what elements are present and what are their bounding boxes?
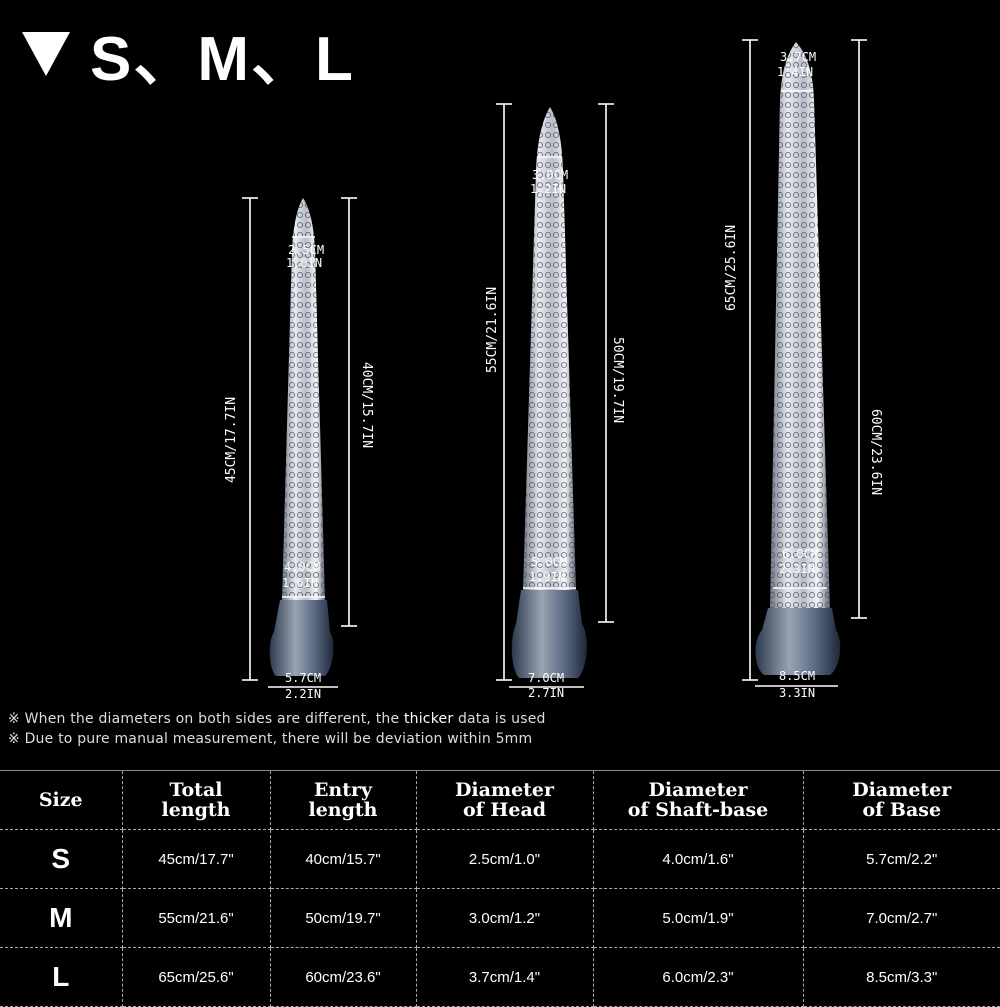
- table-row: S 45cm/17.7" 40cm/15.7" 2.5cm/1.0" 4.0cm…: [0, 829, 1000, 889]
- product-large-base: [755, 608, 841, 675]
- cell-total-length: 55cm/21.6": [122, 888, 271, 948]
- cell-diameter-shaft-base: 5.0cm/1.9": [593, 888, 804, 948]
- small-head-in: 1.0IN: [286, 256, 322, 270]
- medium-head-in: 1.2IN: [530, 182, 566, 196]
- medium-base-in: 2.7IN: [528, 686, 564, 700]
- cell-entry-length: 50cm/19.7": [270, 888, 417, 948]
- large-total-length: 65CM/25.6IN: [724, 225, 739, 311]
- row-size-label: L: [0, 947, 123, 1007]
- row-size-label: M: [0, 888, 123, 948]
- cell-diameter-shaft-base: 4.0cm/1.6": [593, 829, 804, 889]
- medium-shaft-cm: 5.0CM: [531, 555, 567, 569]
- small-base-in: 2.2IN: [285, 687, 321, 701]
- cell-diameter-head: 2.5cm/1.0": [416, 829, 594, 889]
- product-large: [755, 42, 841, 675]
- note-2-text: ※ Due to pure manual measurement, there …: [8, 731, 533, 747]
- small-measure-lines: [242, 197, 357, 688]
- medium-entry-length: 50CM/19.7IN: [610, 337, 625, 423]
- medium-head-cm: 3.0CM: [532, 168, 568, 182]
- triangle-down-icon: [22, 32, 70, 76]
- small-shaft-in: 1.6IN: [282, 576, 318, 590]
- cell-total-length: 45cm/17.7": [122, 829, 271, 889]
- medium-base-cm: 7.0CM: [528, 671, 564, 685]
- cell-total-length: 65cm/25.6": [122, 947, 271, 1007]
- medium-measure-lines: [496, 103, 614, 688]
- product-medium: [511, 107, 587, 678]
- large-measure-lines: [742, 39, 867, 687]
- small-entry-length: 40CM/15.7IN: [359, 362, 374, 448]
- large-base-in: 3.3IN: [779, 686, 815, 700]
- large-base-cm: 8.5CM: [779, 669, 815, 683]
- cell-entry-length: 60cm/23.6": [270, 947, 417, 1007]
- cell-diameter-head: 3.0cm/1.2": [416, 888, 594, 948]
- cell-diameter-shaft-base: 6.0cm/2.3": [593, 947, 804, 1007]
- cell-diameter-base: 8.5cm/3.3": [803, 947, 1000, 1007]
- product-small: [269, 198, 334, 676]
- medium-shaft-in: 1.9IN: [529, 570, 565, 584]
- product-medium-base: [511, 590, 587, 678]
- large-head-in: 1.4IN: [777, 65, 813, 79]
- size-comparison-diagram: 45CM/17.7IN 40CM/15.7IN 2.5CM 1.0IN 4.0C…: [224, 39, 883, 701]
- small-base-cm: 5.7CM: [285, 671, 321, 685]
- large-shaft-cm: 6.0CM: [782, 547, 818, 561]
- cell-diameter-head: 3.7cm/1.4": [416, 947, 594, 1007]
- small-head-cm: 2.5CM: [288, 243, 324, 257]
- note-thicker-diameter: ※ When the diameters on both sides are d…: [8, 711, 546, 727]
- header-size: Size: [0, 770, 123, 830]
- small-shaft-cm: 4.0CM: [284, 560, 320, 574]
- note-1-suffix: data is used: [457, 711, 546, 727]
- note-1-text: ※ When the diameters on both sides are d…: [8, 711, 400, 727]
- small-total-length: 45CM/17.7IN: [224, 397, 239, 483]
- cell-entry-length: 40cm/15.7": [270, 829, 417, 889]
- note-measurement-deviation: ※ Due to pure manual measurement, there …: [8, 731, 532, 747]
- large-shaft-in: 2.3IN: [779, 562, 815, 576]
- table-row: M 55cm/21.6" 50cm/19.7" 3.0cm/1.2" 5.0cm…: [0, 888, 1000, 948]
- large-entry-length: 60CM/23.6IN: [868, 409, 883, 495]
- medium-total-length: 55CM/21.6IN: [485, 287, 500, 373]
- page-title: S、M、L: [90, 25, 355, 94]
- cell-diameter-base: 7.0cm/2.7": [803, 888, 1000, 948]
- page-header: S、M、L: [22, 18, 355, 94]
- product-small-base: [269, 600, 334, 676]
- table-row: L 65cm/25.6" 60cm/23.6" 3.7cm/1.4" 6.0cm…: [0, 947, 1000, 1007]
- large-head-cm: 3.7CM: [780, 50, 816, 64]
- note-1-highlight: thicker: [403, 711, 454, 727]
- cell-diameter-base: 5.7cm/2.2": [803, 829, 1000, 889]
- row-size-label: S: [0, 829, 123, 889]
